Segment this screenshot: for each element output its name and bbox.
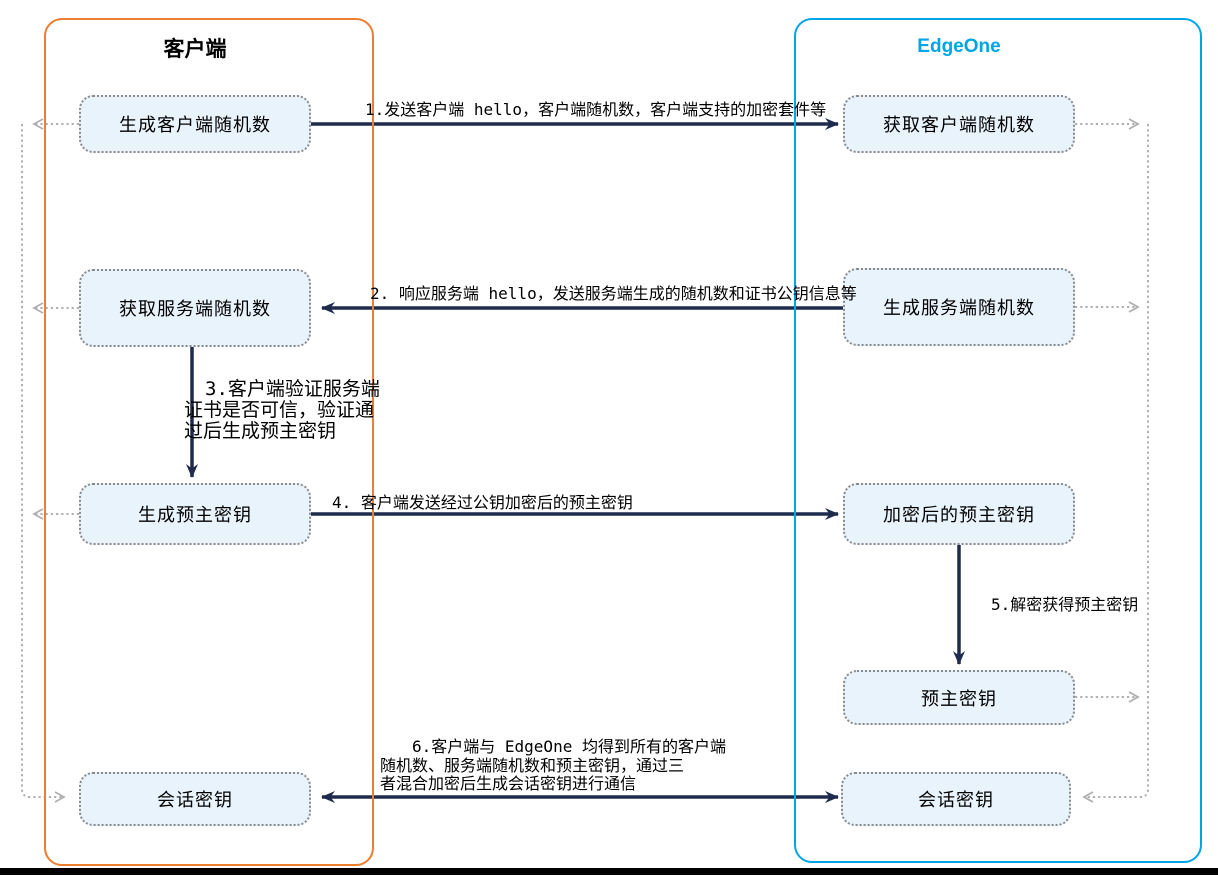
bottom-bar xyxy=(0,868,1218,875)
edgeone-title: EdgeOne xyxy=(917,36,1001,57)
node-edgeone-session-key: 会话密钥 xyxy=(841,772,1071,826)
dotted-rail-right-to-session-key xyxy=(1082,124,1149,803)
node-get-client-random: 获取客户端随机数 xyxy=(843,95,1075,153)
label-step3: 3.客户端验证服务端 证书是否可信，验证通 过后生成预主密钥 xyxy=(184,379,380,442)
node-premaster: 预主密钥 xyxy=(843,670,1075,725)
node-generate-server-random: 生成服务端随机数 xyxy=(843,268,1075,346)
dotted-rail-left-to-session-key xyxy=(21,124,66,803)
node-generate-premaster: 生成预主密钥 xyxy=(79,483,311,545)
node-get-server-random: 获取服务端随机数 xyxy=(79,269,311,347)
label-step4: 4. 客户端发送经过公钥加密后的预主密钥 xyxy=(332,493,633,512)
label-step1: 1.发送客户端 hello，客户端随机数，客户端支持的加密套件等 xyxy=(365,100,827,119)
label-step3-line3: 过后生成预主密钥 xyxy=(184,420,337,442)
node-encrypted-premaster: 加密后的预主密钥 xyxy=(843,483,1075,545)
label-step5: 5.解密获得预主密钥 xyxy=(991,595,1139,614)
client-title: 客户端 xyxy=(163,38,227,61)
node-generate-client-random: 生成客户端随机数 xyxy=(79,95,311,153)
label-step6: 6.客户端与 EdgeOne 均得到所有的客户端 随机数、服务端随机数和预主密钥… xyxy=(380,737,726,794)
label-step6-line3: 者混合加密后生成会话密钥进行通信 xyxy=(380,774,637,793)
label-step6-line2: 随机数、服务端随机数和预主密钥，通过三 xyxy=(380,755,685,775)
label-step6-line1: 6.客户端与 EdgeOne 均得到所有的客户端 xyxy=(412,737,726,756)
label-step3-line1: 3.客户端验证服务端 xyxy=(205,378,380,400)
client-container xyxy=(44,18,374,866)
label-step2: 2. 响应服务端 hello，发送服务端生成的随机数和证书公钥信息等 xyxy=(370,284,857,303)
label-step3-line2: 证书是否可信，验证通 xyxy=(184,399,375,421)
node-client-session-key: 会话密钥 xyxy=(79,772,311,826)
edgeone-container xyxy=(794,18,1202,863)
